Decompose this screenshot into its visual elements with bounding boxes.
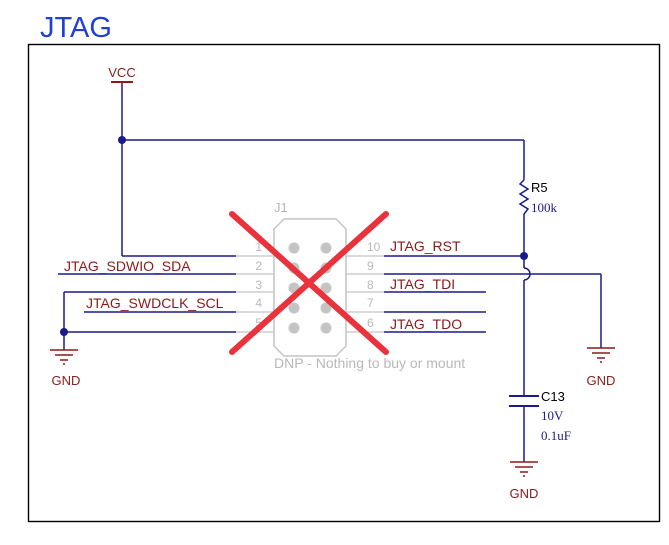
gnd-symbol-left	[50, 349, 78, 365]
pin-9-label: 9	[367, 259, 374, 273]
capacitor-refdes: C13	[541, 389, 565, 404]
gnd-symbol-right	[587, 347, 615, 363]
connector-j1: J1 1 2 3 4 5 10 9 8 7 6 DNP - N	[236, 200, 465, 371]
net-label-swdclk: JTAG_SWDCLK_SCL	[86, 295, 224, 311]
resistor-refdes: R5	[531, 180, 548, 195]
net-label-tdo: JTAG_TDO	[390, 316, 462, 332]
connector-pin-dots	[288, 242, 332, 334]
junctions	[60, 136, 528, 336]
pin-5-label: 5	[255, 316, 262, 330]
resistor-zigzag	[518, 179, 530, 215]
junction-gnd-left	[60, 328, 68, 336]
vcc-label: VCC	[108, 65, 135, 80]
capacitor-voltage: 10V	[541, 408, 564, 423]
vcc-symbol: VCC	[108, 65, 136, 83]
pin-3-label: 3	[255, 278, 262, 292]
resistor-r5: R5 100k	[518, 179, 558, 215]
gnd-label-cap: GND	[510, 486, 539, 501]
pin-10-label: 10	[367, 240, 381, 254]
pin-6-label: 6	[367, 316, 374, 330]
pin-8-label: 8	[367, 278, 374, 292]
pin-1-label: 1	[255, 240, 262, 254]
junction-rst	[520, 252, 528, 260]
connector-body	[273, 218, 347, 357]
sheet-border	[27, 43, 661, 523]
gnd-symbol-cap	[510, 461, 538, 477]
gnd-label-right: GND	[587, 373, 616, 388]
pin-2-label: 2	[255, 259, 262, 273]
capacitor-value: 0.1uF	[541, 428, 571, 443]
dnp-cross-mark	[229, 211, 389, 355]
junction-vcc	[118, 136, 126, 144]
capacitor-c13: C13 10V 0.1uF	[509, 389, 571, 443]
dnp-note: DNP - Nothing to buy or mount	[274, 355, 465, 371]
sheet-title: JTAG	[40, 12, 112, 44]
net-label-tdi: JTAG_TDI	[390, 276, 455, 292]
pin-4-label: 4	[255, 296, 262, 310]
gnd-label-left: GND	[52, 373, 81, 388]
wires	[58, 82, 602, 462]
connector-refdes: J1	[274, 200, 288, 215]
net-label-sdwio: JTAG_SDWIO_SDA	[64, 258, 191, 274]
net-label-rst: JTAG_RST	[390, 238, 461, 254]
pin-7-label: 7	[367, 296, 374, 310]
resistor-value: 100k	[531, 200, 558, 215]
